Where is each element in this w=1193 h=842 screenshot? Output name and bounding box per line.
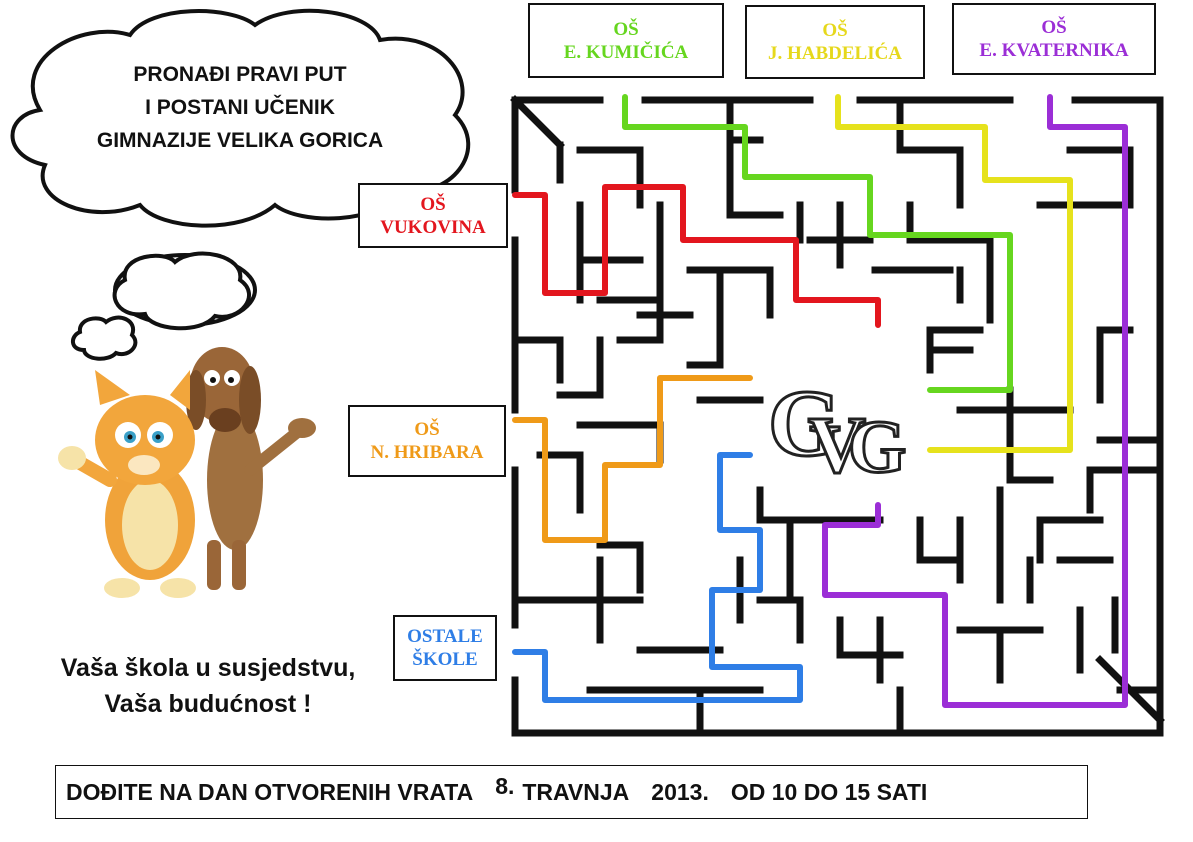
slogan-line-2: Vaša budućnost ! (104, 690, 312, 718)
path-purple (822, 94, 1128, 708)
footer-part-1: DOĐITE NA DAN OTVORENIH VRATA (66, 778, 474, 805)
school-label-kumicica: OŠ E. KUMIČIĆA (528, 3, 724, 78)
cloud-line-2: I POSTANI UČENIK (145, 96, 335, 119)
path-green (622, 94, 1013, 393)
thought-cloud (10, 8, 471, 228)
svg-text:G: G (768, 370, 842, 476)
footer-part-5: OD 10 DO 15 SATI (730, 778, 928, 805)
slogan-line-1: Vaša škola u susjedstvu, (60, 654, 356, 682)
maze-walls (510, 95, 1165, 737)
cloud-line-1: PRONAĐI PRAVI PUT (133, 63, 347, 86)
footer-part-4: 2013. (651, 778, 709, 805)
svg-text:G: G (848, 406, 906, 489)
school-label-ostale: OSTALE ŠKOLE (393, 615, 497, 681)
school-label-vukovina: OŠ VUKOVINA (358, 183, 508, 248)
thought-bubble-large-outline (112, 251, 252, 331)
thought-bubble-small (71, 315, 138, 361)
school-label-habdelica: OŠ J. HABDELIĆA (745, 5, 925, 79)
footer-part-2: 8. (495, 772, 515, 799)
path-red (512, 184, 881, 328)
slogan: Vaša škola u susjedstvu, Vaša budućnost … (18, 650, 398, 722)
cloud-line-3: GIMNAZIJE VELIKA GORICA (96, 129, 384, 152)
cloud-message: PRONAĐI PRAVI PUT I POSTANI UČENIK GIMNA… (55, 58, 425, 157)
path-orange (512, 375, 753, 543)
cartoon-characters (58, 347, 316, 598)
svg-text:V: V (808, 402, 866, 490)
path-blue (512, 452, 803, 703)
open-day-banner: DOĐITE NA DAN OTVORENIH VRATA 8. TRAVNJA… (55, 765, 1088, 819)
school-label-hribara: OŠ N. HRIBARA (348, 405, 506, 477)
path-lines (512, 94, 1128, 708)
footer-part-3: TRAVNJA (522, 778, 630, 805)
gvg-logo: G V G (767, 365, 908, 492)
school-label-kvaternika: OŠ E. KVATERNIKA (952, 3, 1156, 75)
path-yellow (835, 94, 1073, 453)
